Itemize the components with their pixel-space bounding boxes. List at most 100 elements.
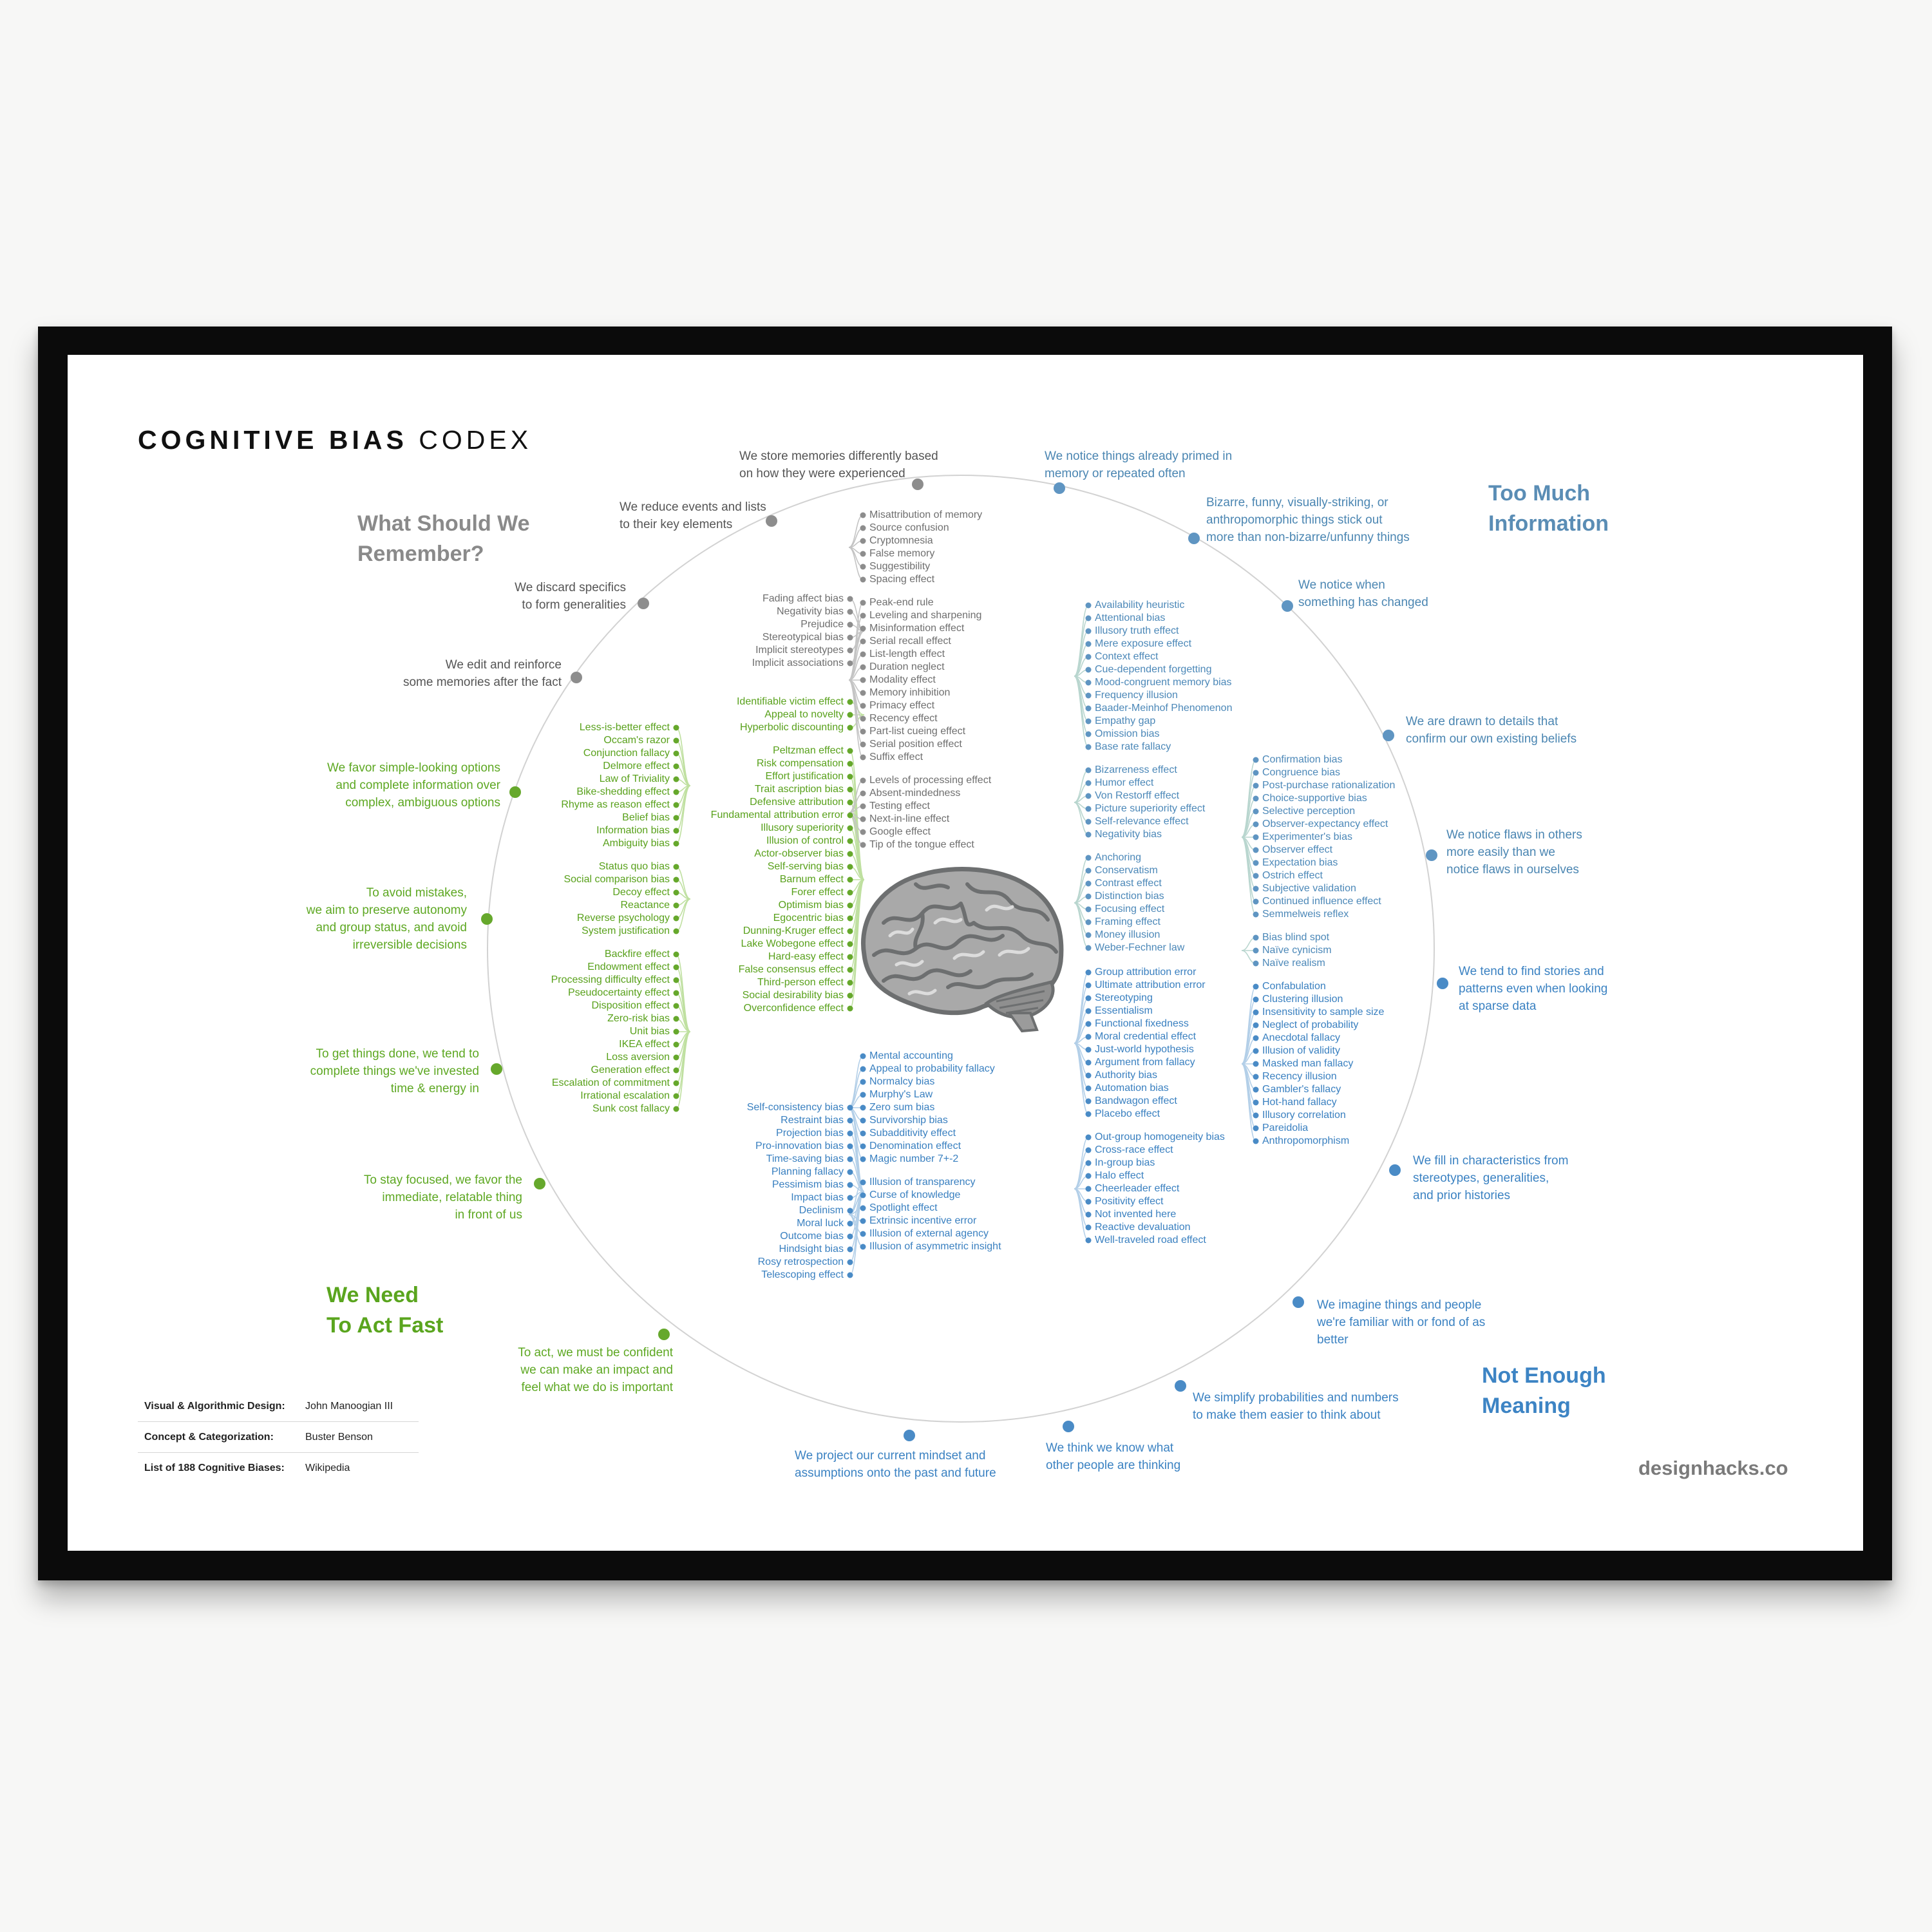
bias-label[interactable]: Functional fixedness xyxy=(1095,1018,1189,1029)
bias-label[interactable]: Bias blind spot xyxy=(1262,932,1330,943)
bias-label[interactable]: Mental accounting xyxy=(869,1050,953,1061)
bias-label[interactable]: Google effect xyxy=(869,826,931,837)
bias-label[interactable]: Frequency illusion xyxy=(1095,690,1178,701)
bias-label[interactable]: Irrational escalation xyxy=(580,1090,670,1101)
bias-label[interactable]: Naïve realism xyxy=(1262,958,1325,969)
bias-label[interactable]: Impact bias xyxy=(791,1192,844,1203)
bias-label[interactable]: Peak-end rule xyxy=(869,597,934,608)
group-node[interactable] xyxy=(638,598,649,609)
group-node[interactable] xyxy=(1293,1296,1304,1308)
bias-label[interactable]: Endowment effect xyxy=(587,961,670,972)
bias-label[interactable]: Zero sum bias xyxy=(869,1102,934,1113)
bias-label[interactable]: Hard-easy effect xyxy=(768,951,844,962)
bias-label[interactable]: Telescoping effect xyxy=(761,1269,844,1280)
bias-label[interactable]: Just-world hypothesis xyxy=(1095,1044,1194,1055)
group-node[interactable] xyxy=(904,1430,915,1441)
bias-label[interactable]: Memory inhibition xyxy=(869,687,950,698)
bias-label[interactable]: Base rate fallacy xyxy=(1095,741,1171,752)
bias-label[interactable]: Contrast effect xyxy=(1095,878,1162,889)
bias-label[interactable]: Appeal to novelty xyxy=(764,709,844,720)
bias-label[interactable]: Spacing effect xyxy=(869,574,935,585)
group-node[interactable] xyxy=(509,786,521,798)
bias-label[interactable]: Negativity bias xyxy=(1095,829,1162,840)
bias-label[interactable]: Self-relevance effect xyxy=(1095,816,1189,827)
bias-label[interactable]: Misattribution of memory xyxy=(869,509,982,520)
bias-label[interactable]: Moral credential effect xyxy=(1095,1031,1197,1042)
bias-label[interactable]: Placebo effect xyxy=(1095,1108,1160,1119)
bias-label[interactable]: Von Restorff effect xyxy=(1095,790,1180,801)
bias-label[interactable]: Social desirability bias xyxy=(743,990,844,1001)
bias-label[interactable]: Implicit stereotypes xyxy=(755,645,844,656)
bias-label[interactable]: False consensus effect xyxy=(739,964,844,975)
bias-label[interactable]: Unit bias xyxy=(630,1026,670,1037)
bias-label[interactable]: Prejudice xyxy=(800,619,844,630)
bias-label[interactable]: Pro-innovation bias xyxy=(755,1141,844,1151)
bias-label[interactable]: Expectation bias xyxy=(1262,857,1338,868)
bias-label[interactable]: Primacy effect xyxy=(869,700,935,711)
bias-label[interactable]: Positivity effect xyxy=(1095,1196,1164,1207)
bias-label[interactable]: Self-serving bias xyxy=(768,861,844,872)
bias-label[interactable]: Reactive devaluation xyxy=(1095,1222,1191,1233)
bias-label[interactable]: Processing difficulty effect xyxy=(551,974,670,985)
bias-label[interactable]: Serial position effect xyxy=(869,739,962,750)
bias-label[interactable]: Conservatism xyxy=(1095,865,1158,876)
bias-label[interactable]: Cryptomnesia xyxy=(869,535,933,546)
bias-label[interactable]: Illusion of external agency xyxy=(869,1228,989,1239)
bias-label[interactable]: Overconfidence effect xyxy=(744,1003,844,1014)
bias-label[interactable]: Cheerleader effect xyxy=(1095,1183,1180,1194)
group-node[interactable] xyxy=(1437,978,1448,989)
bias-label[interactable]: Continued influence effect xyxy=(1262,896,1381,907)
bias-label[interactable]: Status quo bias xyxy=(599,861,670,872)
bias-label[interactable]: IKEA effect xyxy=(619,1039,670,1050)
bias-label[interactable]: Magic number 7+-2 xyxy=(869,1153,958,1164)
group-node[interactable] xyxy=(1175,1380,1186,1392)
bias-label[interactable]: Self-consistency bias xyxy=(747,1102,844,1113)
bias-label[interactable]: Semmelweis reflex xyxy=(1262,909,1349,920)
bias-label[interactable]: Pessimism bias xyxy=(772,1179,844,1190)
bias-label[interactable]: Dunning-Kruger effect xyxy=(743,925,844,936)
bias-label[interactable]: Belief bias xyxy=(622,812,670,823)
group-node[interactable] xyxy=(1188,533,1200,544)
bias-label[interactable]: Recency effect xyxy=(869,713,938,724)
bias-label[interactable]: Illusory truth effect xyxy=(1095,625,1179,636)
bias-label[interactable]: Hindsight bias xyxy=(779,1244,844,1255)
group-node[interactable] xyxy=(1389,1164,1401,1176)
bias-label[interactable]: Decoy effect xyxy=(612,887,670,898)
bias-label[interactable]: Information bias xyxy=(596,825,670,836)
bias-label[interactable]: Rhyme as reason effect xyxy=(561,799,670,810)
bias-label[interactable]: Stereotyping xyxy=(1095,992,1153,1003)
bias-label[interactable]: Automation bias xyxy=(1095,1083,1169,1094)
bias-label[interactable]: Group attribution error xyxy=(1095,967,1197,978)
bias-label[interactable]: Restraint bias xyxy=(781,1115,844,1126)
bias-label[interactable]: Insensitivity to sample size xyxy=(1262,1007,1385,1018)
bias-label[interactable]: Spotlight effect xyxy=(869,1202,938,1213)
bias-label[interactable]: Focusing effect xyxy=(1095,904,1165,914)
bias-label[interactable]: Planning fallacy xyxy=(772,1166,844,1177)
group-node[interactable] xyxy=(534,1178,545,1189)
bias-label[interactable]: Out-group homogeneity bias xyxy=(1095,1132,1225,1142)
bias-label[interactable]: Bandwagon effect xyxy=(1095,1095,1177,1106)
bias-label[interactable]: Anthropomorphism xyxy=(1262,1135,1349,1146)
bias-label[interactable]: Pseudocertainty effect xyxy=(568,987,670,998)
bias-label[interactable]: Halo effect xyxy=(1095,1170,1144,1181)
group-node[interactable] xyxy=(912,478,923,490)
bias-label[interactable]: Optimism bias xyxy=(779,900,844,911)
bias-label[interactable]: Source confusion xyxy=(869,522,949,533)
bias-label[interactable]: Empathy gap xyxy=(1095,715,1155,726)
bias-label[interactable]: Cue-dependent forgetting xyxy=(1095,664,1211,675)
bias-label[interactable]: Survivorship bias xyxy=(869,1115,948,1126)
group-node[interactable] xyxy=(481,913,493,925)
bias-label[interactable]: Well-traveled road effect xyxy=(1095,1235,1206,1245)
bias-label[interactable]: Identifiable victim effect xyxy=(737,696,844,707)
bias-label[interactable]: Pareidolia xyxy=(1262,1122,1308,1133)
bias-label[interactable]: Trait ascription bias xyxy=(755,784,844,795)
bias-label[interactable]: Anchoring xyxy=(1095,852,1141,863)
bias-label[interactable]: Stereotypical bias xyxy=(762,632,844,643)
bias-label[interactable]: Humor effect xyxy=(1095,777,1154,788)
bias-label[interactable]: Appeal to probability fallacy xyxy=(869,1063,995,1074)
bias-label[interactable]: Observer-expectancy effect xyxy=(1262,819,1388,829)
bias-label[interactable]: Illusion of control xyxy=(766,835,844,846)
bias-label[interactable]: Choice-supportive bias xyxy=(1262,793,1367,804)
bias-label[interactable]: Ultimate attribution error xyxy=(1095,980,1206,990)
bias-label[interactable]: Denomination effect xyxy=(869,1141,961,1151)
